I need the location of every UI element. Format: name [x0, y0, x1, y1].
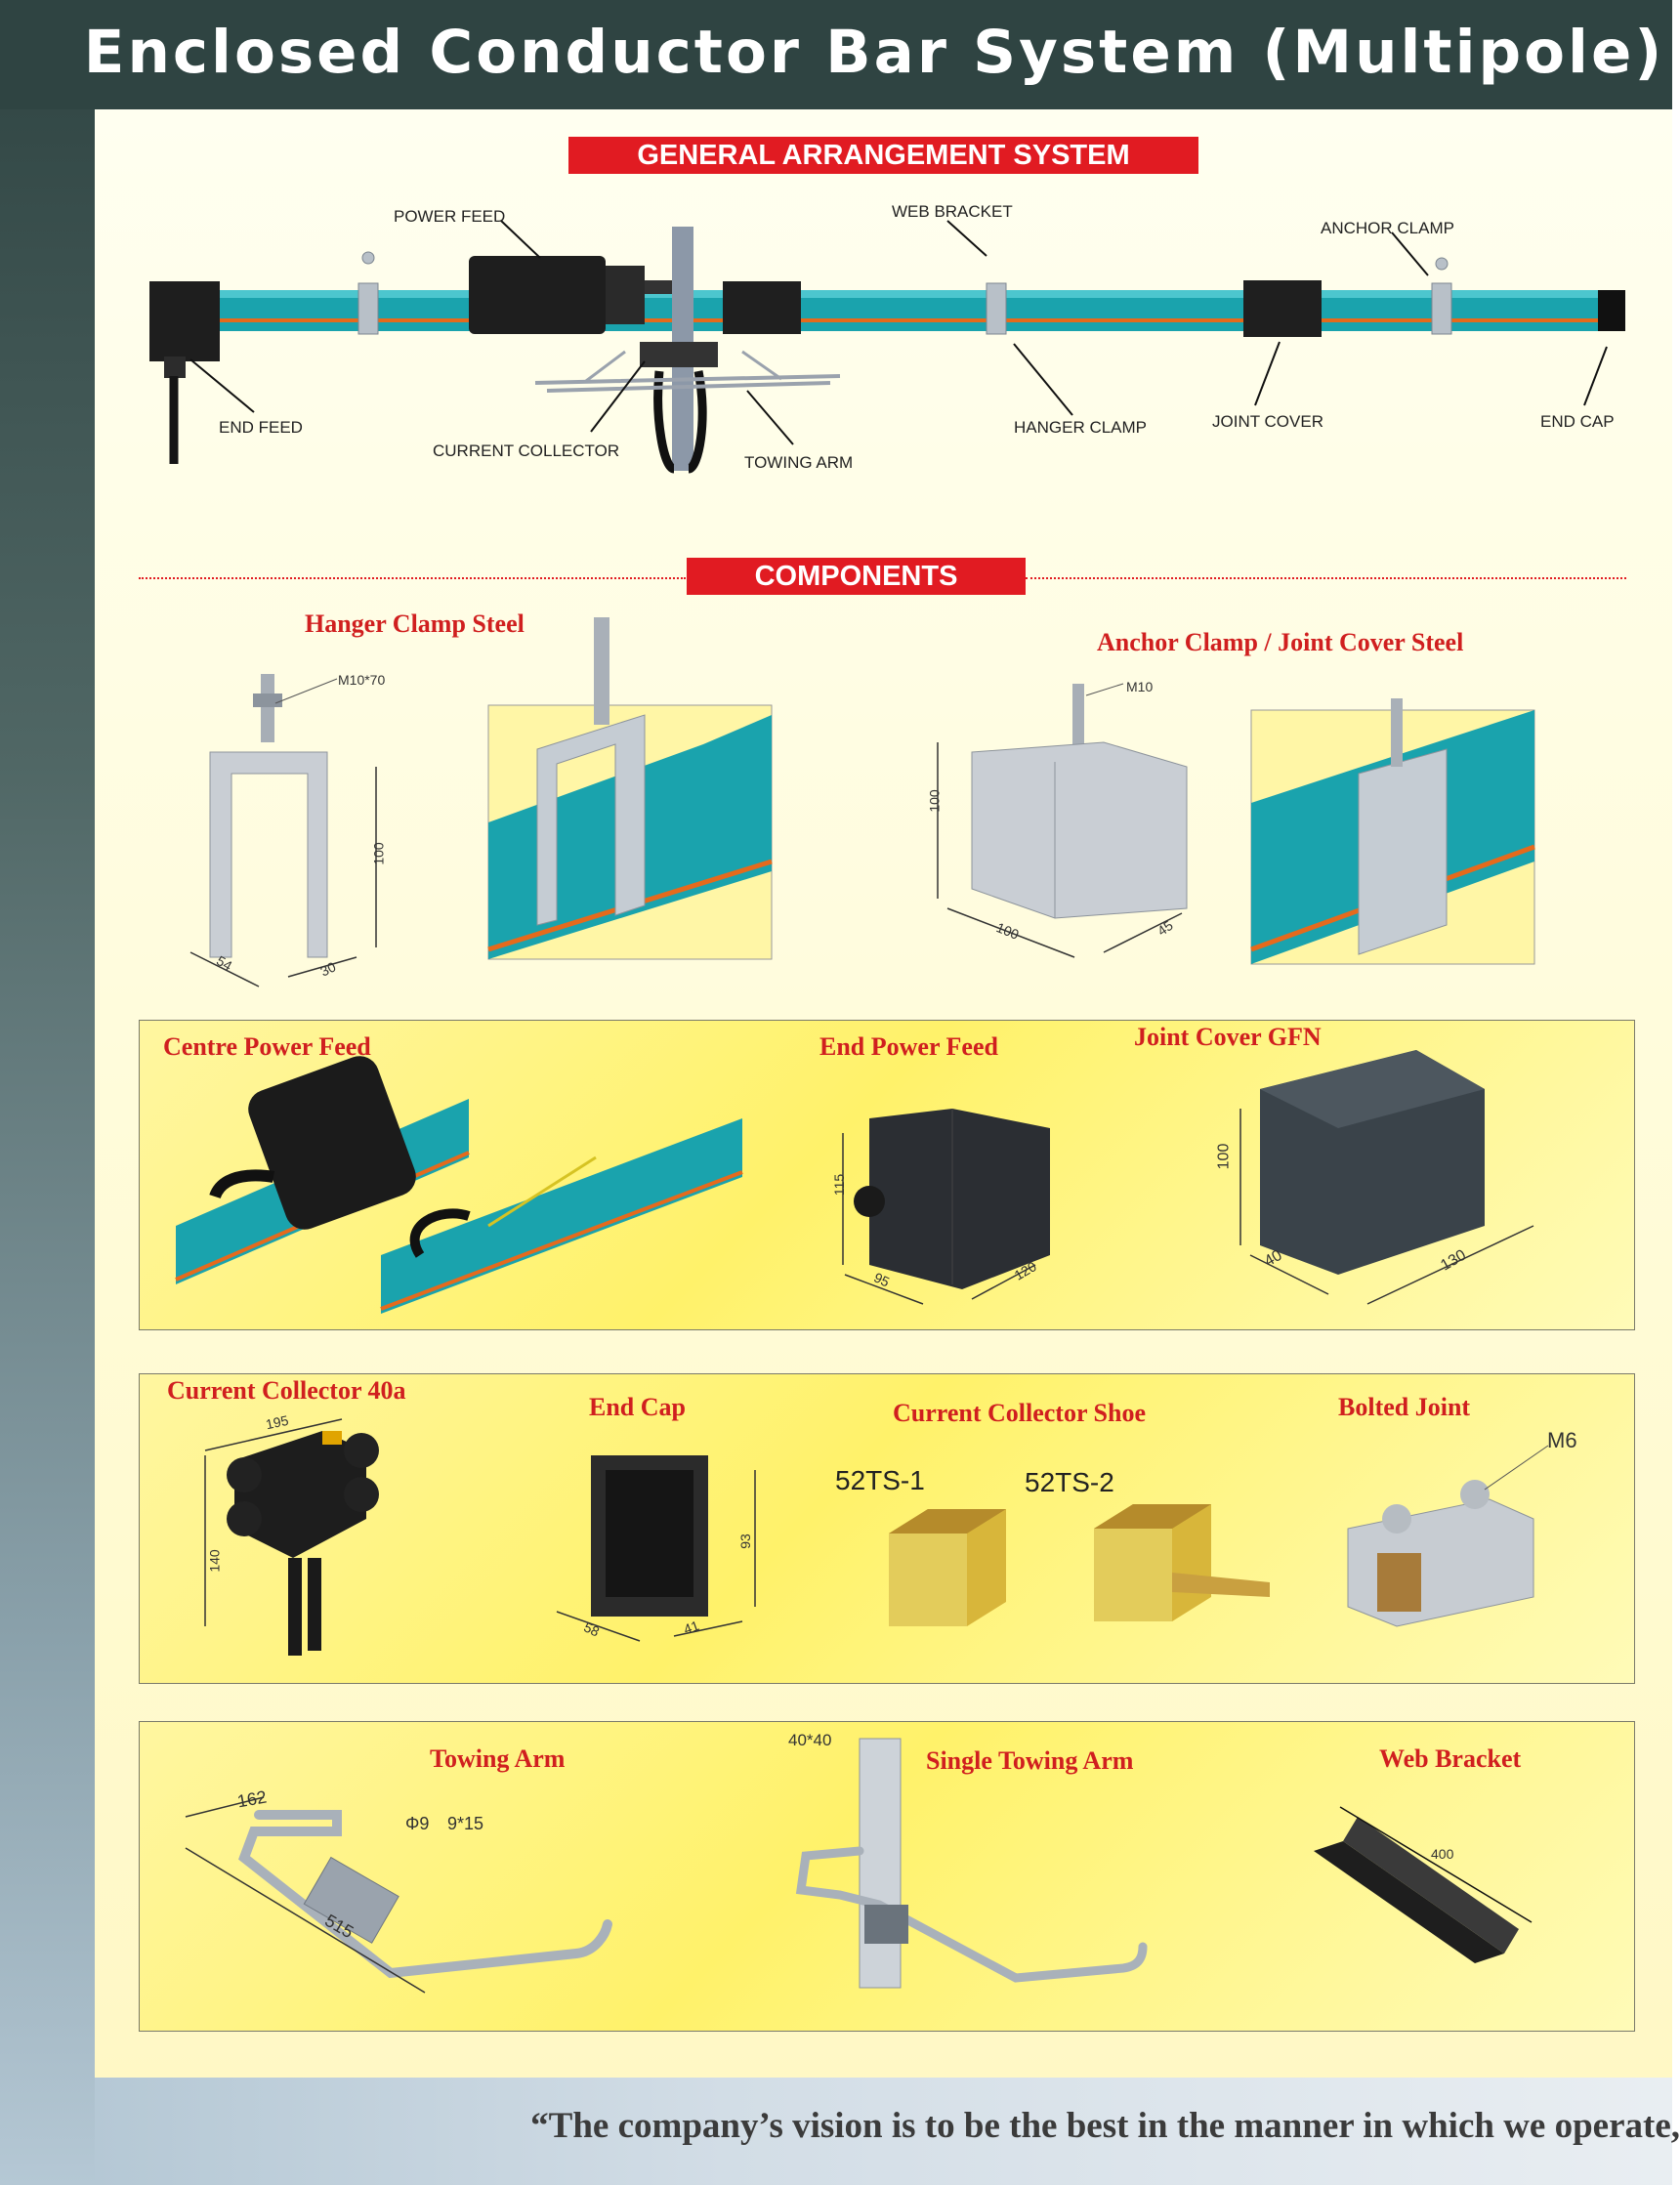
- title-bar: [0, 0, 1672, 109]
- label-end-feed: END FEED: [219, 418, 303, 437]
- dim-40x40: 40*40: [788, 1731, 832, 1749]
- title-bolted-joint: Bolted Joint: [1338, 1393, 1471, 1421]
- dim-115: 115: [831, 1173, 848, 1197]
- dim-100-gfn: 100: [1215, 1143, 1233, 1170]
- components-divider-right: [1026, 577, 1626, 579]
- title-hanger-clamp-steel: Hanger Clamp Steel: [305, 609, 525, 638]
- dim-400: 400: [1431, 1846, 1454, 1862]
- dim-m10x70: M10*70: [338, 672, 386, 688]
- dim-93: 93: [736, 1534, 753, 1549]
- label-towing-arm: TOWING ARM: [744, 453, 854, 472]
- hanger-clamp-steel-drawing: [189, 674, 377, 987]
- single-towing-arm-photo: [795, 1738, 1148, 1989]
- towing-arm-photo: [185, 1796, 612, 1994]
- joint-cover-gfn-photo: [1239, 1050, 1534, 1305]
- power-feed-part: [469, 256, 674, 334]
- footer-quote: “The company’s vision is to be the best …: [530, 2106, 1680, 2146]
- end-cap-part: [1598, 290, 1625, 331]
- collector-shoe-photo: [889, 1504, 1270, 1626]
- title-web-bracket: Web Bracket: [1379, 1744, 1522, 1773]
- towing-arm-part: [534, 350, 841, 393]
- anchor-clamp-drawing: [937, 683, 1188, 958]
- title-end-cap: End Cap: [589, 1393, 686, 1421]
- title-anchor-clamp-joint-cover: Anchor Clamp / Joint Cover Steel: [1097, 628, 1464, 656]
- shoe-code-1: 52TS-1: [835, 1465, 925, 1495]
- title-single-towing-arm: Single Towing Arm: [926, 1746, 1134, 1775]
- connector-block-part: [723, 281, 801, 334]
- bolted-joint-photo: [1347, 1445, 1549, 1627]
- hanger-clamp-installed-photo: [487, 617, 773, 960]
- title-end-power-feed: End Power Feed: [819, 1032, 998, 1061]
- components-divider-left: [139, 577, 686, 579]
- label-current-collector: CURRENT COLLECTOR: [433, 441, 620, 460]
- dim-9x15: 9*15: [447, 1814, 484, 1833]
- title-centre-power-feed: Centre Power Feed: [163, 1032, 371, 1061]
- page-title: Enclosed Conductor Bar System (Multipole…: [83, 18, 1665, 87]
- anchor-clamp-installed-photo: [1250, 698, 1535, 965]
- centre-power-feed-photo: [175, 1056, 743, 1314]
- hanger-clamps: [357, 251, 1452, 335]
- title-towing-arm: Towing Arm: [430, 1744, 566, 1773]
- conductor-rail: [195, 290, 1602, 331]
- label-power-feed: POWER FEED: [394, 207, 506, 226]
- footer-band: [95, 2078, 1672, 2185]
- shoe-code-2: 52TS-2: [1025, 1467, 1114, 1497]
- dim-phi9: Φ9: [405, 1814, 430, 1833]
- general-arrangement-diagram: [149, 220, 1625, 474]
- label-joint-cover: JOINT COVER: [1212, 412, 1323, 431]
- current-collector-40a-photo: [204, 1418, 379, 1656]
- dim-140: 140: [206, 1549, 223, 1573]
- components-header: COMPONENTS: [687, 558, 1026, 595]
- collector-mast-part: [640, 227, 718, 474]
- callout-arrows: [189, 220, 1608, 445]
- dim-m6: M6: [1547, 1428, 1577, 1452]
- dim-m10: M10: [1126, 679, 1154, 694]
- title-current-collector-40a: Current Collector 40a: [167, 1376, 406, 1405]
- label-end-cap: END CAP: [1540, 412, 1615, 431]
- general-arrangement-header: GENERAL ARRANGEMENT SYSTEM: [568, 137, 1198, 174]
- label-anchor-clamp: ANCHOR CLAMP: [1321, 219, 1454, 237]
- left-sidebar-band: [0, 0, 95, 2185]
- web-bracket-photo: [1314, 1806, 1533, 1963]
- end-feed-part: [149, 281, 220, 464]
- dim-100-anchor-height: 100: [926, 789, 943, 813]
- title-joint-cover-gfn: Joint Cover GFN: [1134, 1023, 1322, 1051]
- label-hanger-clamp: HANGER CLAMP: [1014, 418, 1148, 437]
- label-web-bracket: WEB BRACKET: [892, 202, 1013, 221]
- end-power-feed-photo: [842, 1109, 1050, 1305]
- dim-100-hanger: 100: [370, 842, 387, 865]
- joint-cover-part: [1243, 280, 1322, 337]
- title-current-collector-shoe: Current Collector Shoe: [893, 1399, 1146, 1427]
- end-cap-photo: [556, 1455, 756, 1642]
